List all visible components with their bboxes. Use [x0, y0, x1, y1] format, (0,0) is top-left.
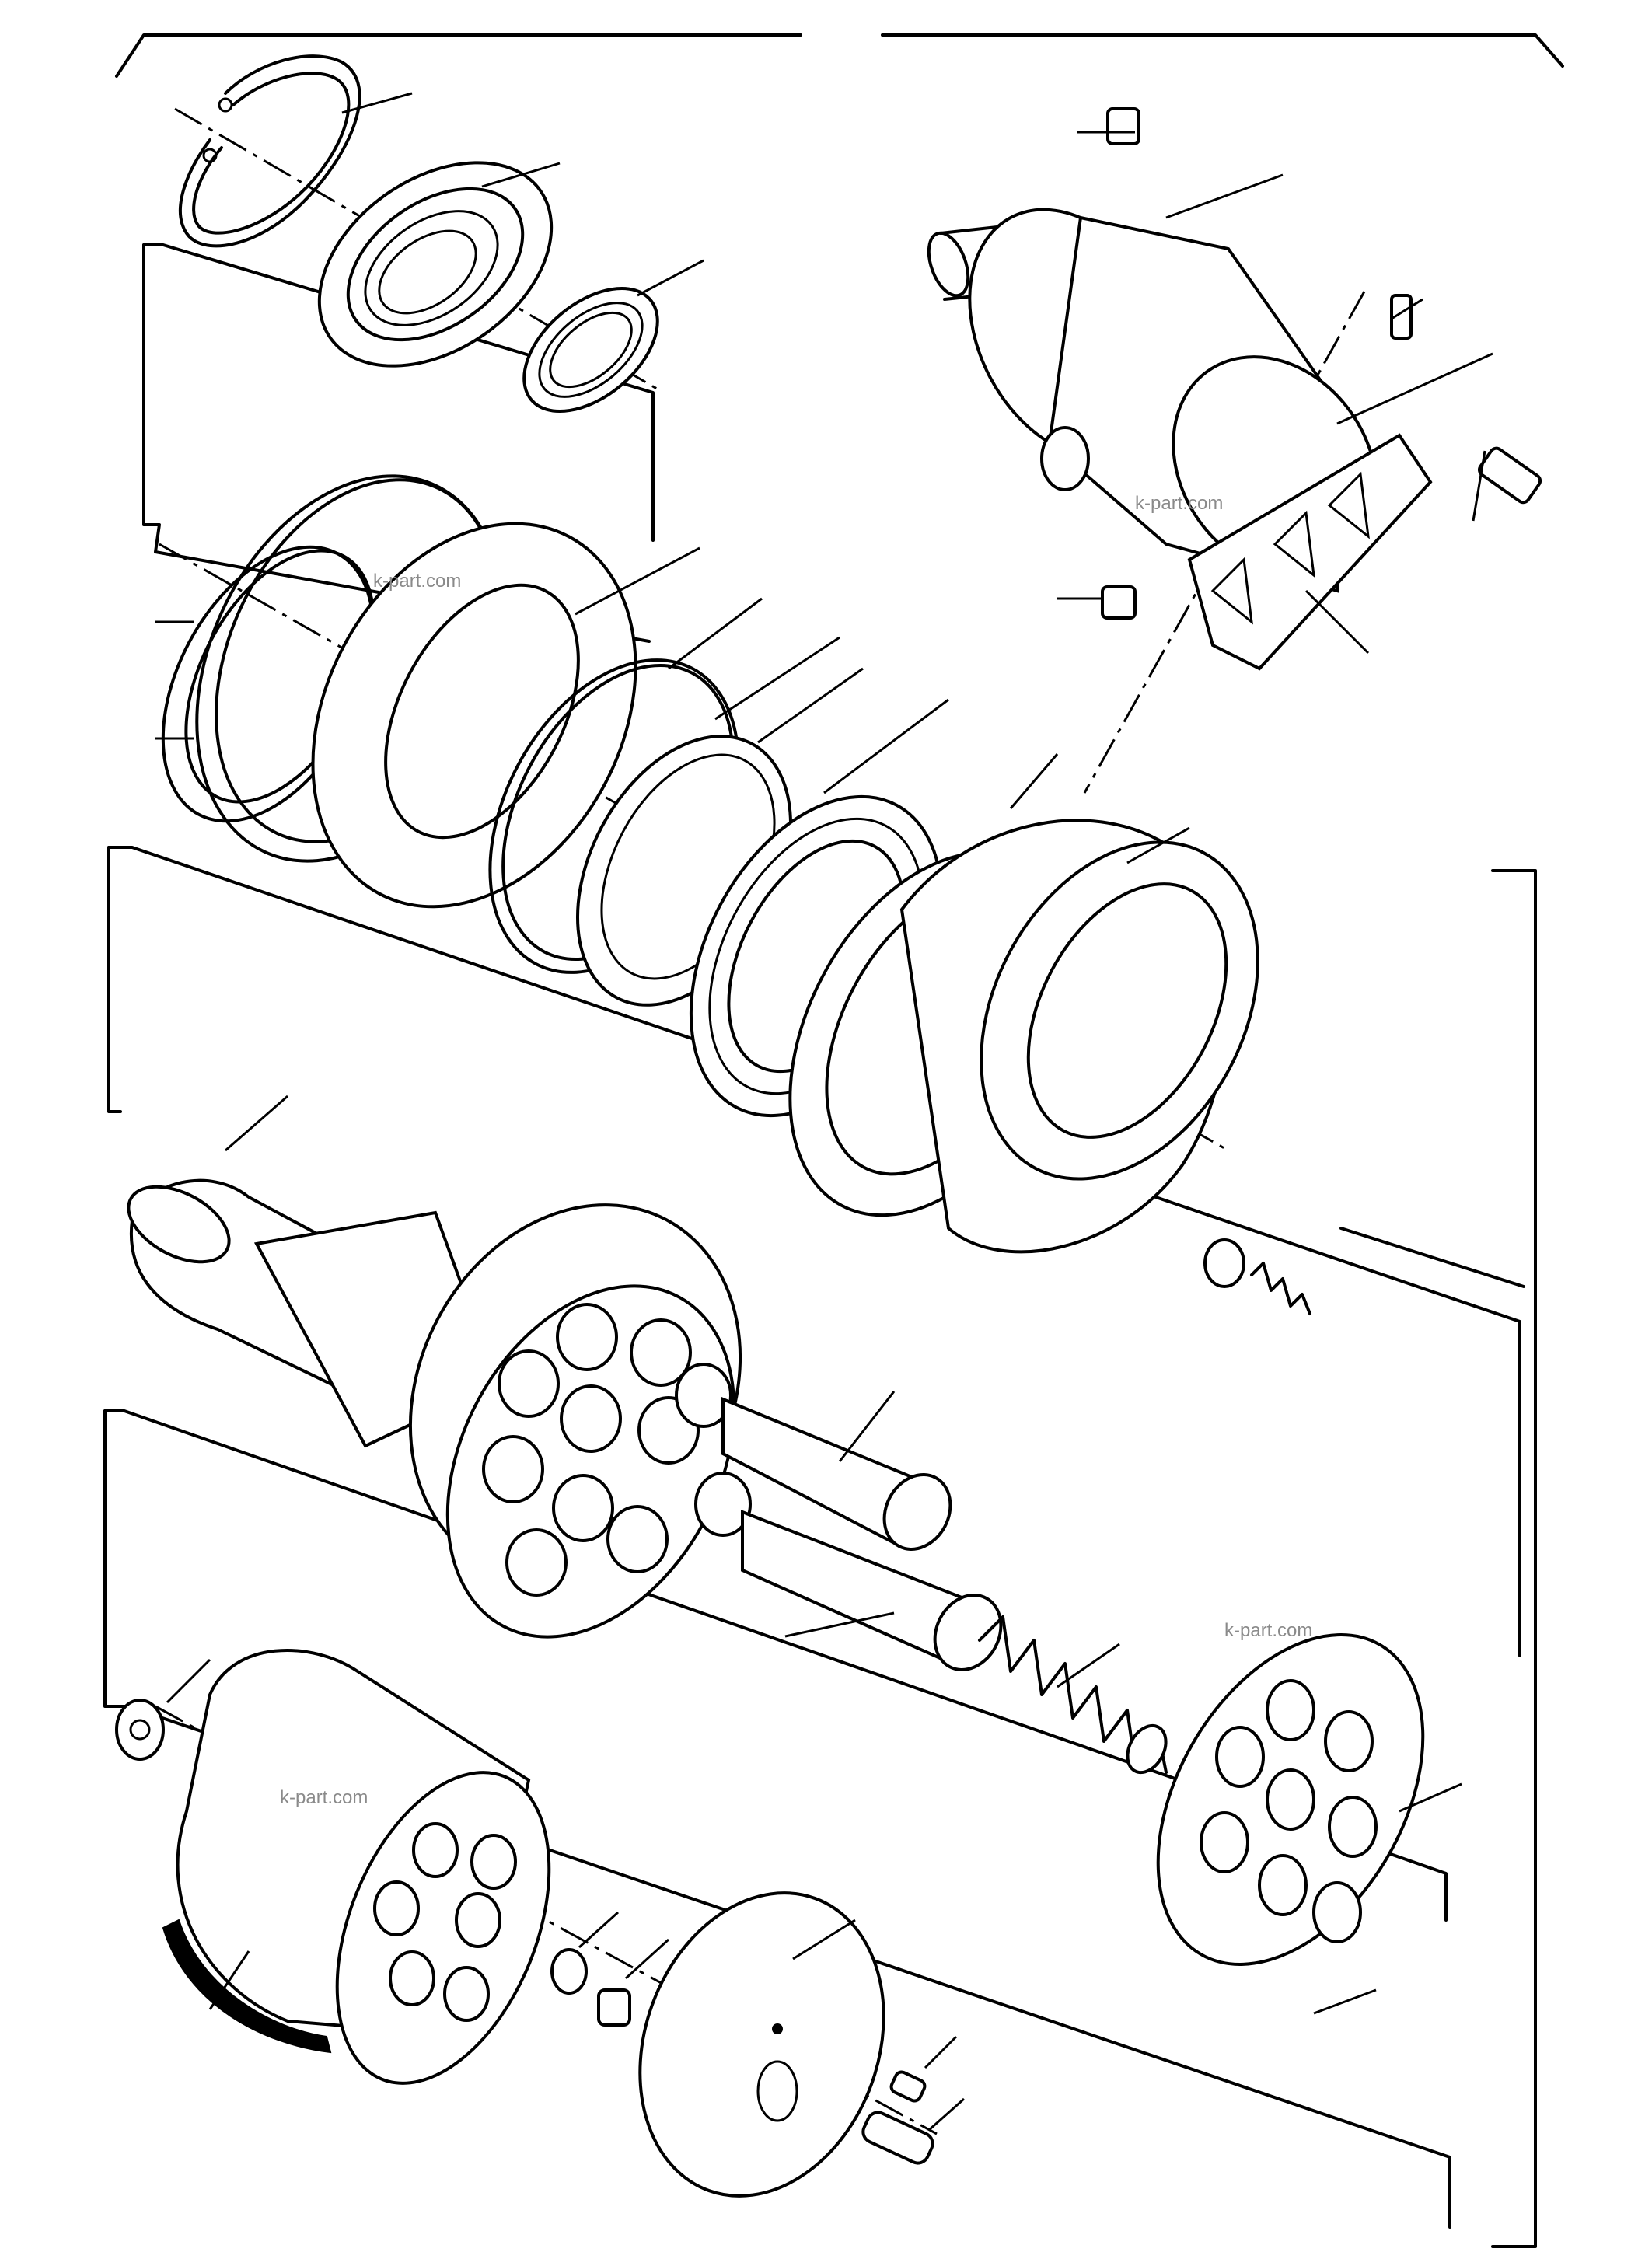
cap-screw: [1477, 446, 1542, 505]
valve-plate: [1156, 1633, 1425, 1966]
thrust-washer: [311, 522, 637, 909]
bearing-housing: [899, 819, 1259, 1254]
watermark-text: k-part.com: [1135, 493, 1223, 514]
shaft-seal: [522, 286, 659, 414]
piston-retainer-plate: [445, 1284, 736, 1639]
bushing: [550, 1948, 631, 2027]
watermark-text: k-part.com: [373, 571, 461, 592]
end-cover-disc: [638, 1891, 885, 2198]
cylinder-block-bores: [373, 1822, 517, 2022]
watermark-text: k-part.com: [280, 1787, 368, 1808]
snap-ring-large: [179, 54, 361, 248]
small-washer-left: [115, 1699, 165, 1761]
cylinder-block: [162, 1648, 551, 2085]
center-spring: [978, 1615, 1168, 1775]
plate-bores: [482, 1303, 700, 1597]
end-pins: [861, 2070, 934, 2165]
bearing-flange: [317, 161, 554, 368]
piston-upper: [675, 1363, 952, 1551]
dowel-pin: [1390, 294, 1413, 340]
valve-plate-bores: [1200, 1679, 1378, 1943]
check-washer: [1203, 1238, 1311, 1315]
callout-leaders: [155, 92, 1493, 2132]
screw-top: [1106, 107, 1140, 145]
piston-lower: [694, 1472, 1003, 1671]
screw-bottom: [1101, 585, 1137, 620]
motor-assembly: [927, 107, 1542, 671]
watermark-text: k-part.com: [1224, 1620, 1312, 1641]
